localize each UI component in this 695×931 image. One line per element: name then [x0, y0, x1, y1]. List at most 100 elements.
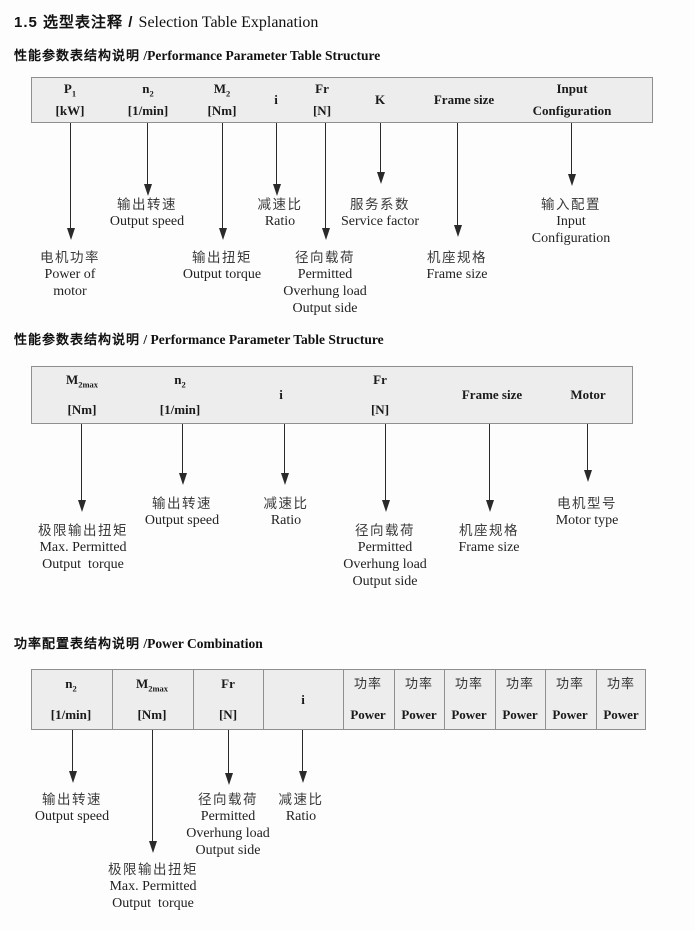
header-text: [Nm]: [67, 402, 97, 417]
table-column-divider: [343, 670, 344, 729]
arrow-head-icon: [178, 473, 187, 485]
arrow-shaft: [587, 424, 588, 471]
table1-col-header-0: P1 [kW]: [56, 78, 85, 122]
callout-line: 机座规格: [459, 523, 519, 538]
callout-line: Overhung load: [186, 826, 270, 841]
header-line: [1/min]: [128, 104, 168, 118]
table-column-divider: [545, 670, 546, 729]
header-line: [Nm]: [68, 403, 97, 417]
arrow-head-icon: [77, 500, 86, 512]
arrow-shaft: [182, 424, 183, 474]
table2-col-header-0: M2max [Nm]: [66, 367, 98, 423]
page-title-zh: 1.5 选型表注释: [14, 14, 124, 31]
header-text: [kW]: [55, 103, 85, 118]
arrow-head-icon: [148, 841, 157, 853]
callout-line: 输出扭矩: [192, 250, 252, 265]
section1-heading-sep: /: [140, 48, 148, 63]
callout-output-torque: 输出扭矩 Output torque: [183, 249, 261, 283]
callout-line: Ratio: [285, 809, 317, 824]
callout-frame-size: 机座规格 Frame size: [458, 522, 519, 556]
header-subscript: 2: [181, 379, 186, 390]
arrow-shaft: [147, 123, 148, 185]
arrow-head-icon: [298, 771, 307, 783]
header-line: [Nm]: [138, 708, 167, 722]
header-text: M: [213, 81, 227, 96]
callout-line: Frame size: [426, 267, 488, 282]
header-line: i: [279, 388, 283, 402]
header-line: Frame size: [462, 388, 522, 402]
header-text: n: [174, 372, 182, 387]
arrow-head-icon: [321, 228, 330, 240]
section2-heading-en: Performance Parameter Table Structure: [150, 332, 384, 347]
section3-heading-sep: /: [140, 636, 148, 651]
title-separator: /: [123, 14, 139, 31]
arrow-shaft: [81, 424, 82, 501]
header-line: P1: [64, 82, 76, 98]
header-text: Power: [502, 707, 538, 722]
header-line: 功率: [405, 677, 433, 691]
header-line: Motor: [570, 388, 605, 402]
header-text: [N]: [370, 402, 390, 417]
header-line: Power: [350, 708, 385, 722]
arrow-head-icon: [272, 184, 281, 196]
header-line: M2max: [66, 373, 98, 389]
header-line: i: [301, 691, 305, 707]
callout-line: 径向载荷: [295, 250, 355, 265]
table-column-divider: [263, 670, 264, 729]
header-text: 功率: [555, 676, 584, 691]
table3-col-header-1: M2max[Nm]: [136, 670, 168, 729]
header-text: Power: [603, 707, 639, 722]
header-text: [1/min]: [127, 103, 169, 118]
parameter-table-3: [31, 669, 646, 730]
callout-line: Permitted: [297, 267, 353, 282]
header-text: [1/min]: [50, 707, 92, 722]
table1-col-header-5: K: [375, 78, 385, 122]
arrow-shaft: [70, 123, 71, 229]
table-column-divider: [193, 670, 194, 729]
callout-line: Max. Permitted: [109, 879, 197, 894]
callout-line: Frame size: [458, 540, 520, 555]
header-text: Power: [552, 707, 588, 722]
header-subscript: 2max: [148, 683, 169, 694]
callout-line: Max. Permitted: [39, 540, 127, 555]
arrow-shaft: [489, 424, 490, 501]
arrow-shaft: [222, 123, 223, 229]
callout-line: Service factor: [340, 214, 420, 229]
table1-col-header-3: i: [274, 78, 278, 122]
header-text: M: [65, 372, 79, 387]
header-text: K: [374, 92, 386, 107]
callout-line: Output torque: [182, 267, 262, 282]
header-text: Frame size: [433, 92, 495, 107]
callout-line: 极限输出扭矩: [108, 862, 198, 877]
header-text: i: [301, 691, 305, 707]
arrow-head-icon: [68, 771, 77, 783]
header-line: [N]: [371, 403, 389, 417]
section2-heading-sep: /: [140, 332, 151, 347]
header-text: 功率: [505, 676, 534, 691]
table1-col-header-4: Fr [N]: [313, 78, 331, 122]
table-column-divider: [112, 670, 113, 729]
callout-line: 服务系数: [350, 197, 410, 212]
callout-line: 输出转速: [116, 197, 177, 212]
header-text: i: [279, 387, 283, 402]
header-line: 功率: [506, 677, 534, 691]
callout-line: 输入配置: [540, 197, 601, 212]
header-text: i: [274, 92, 278, 107]
callout-line: Ratio: [270, 513, 302, 528]
callout-line: Output speed: [144, 513, 220, 528]
arrow-shaft: [571, 123, 572, 175]
header-text: Fr: [315, 81, 329, 96]
callout-line: 电机型号: [556, 496, 617, 511]
header-text: Fr: [221, 676, 235, 691]
callout-line: Output torque: [42, 557, 124, 572]
header-text: [N]: [312, 103, 332, 118]
callout-line: Output side: [195, 843, 261, 858]
header-line: Frame size: [434, 93, 494, 107]
